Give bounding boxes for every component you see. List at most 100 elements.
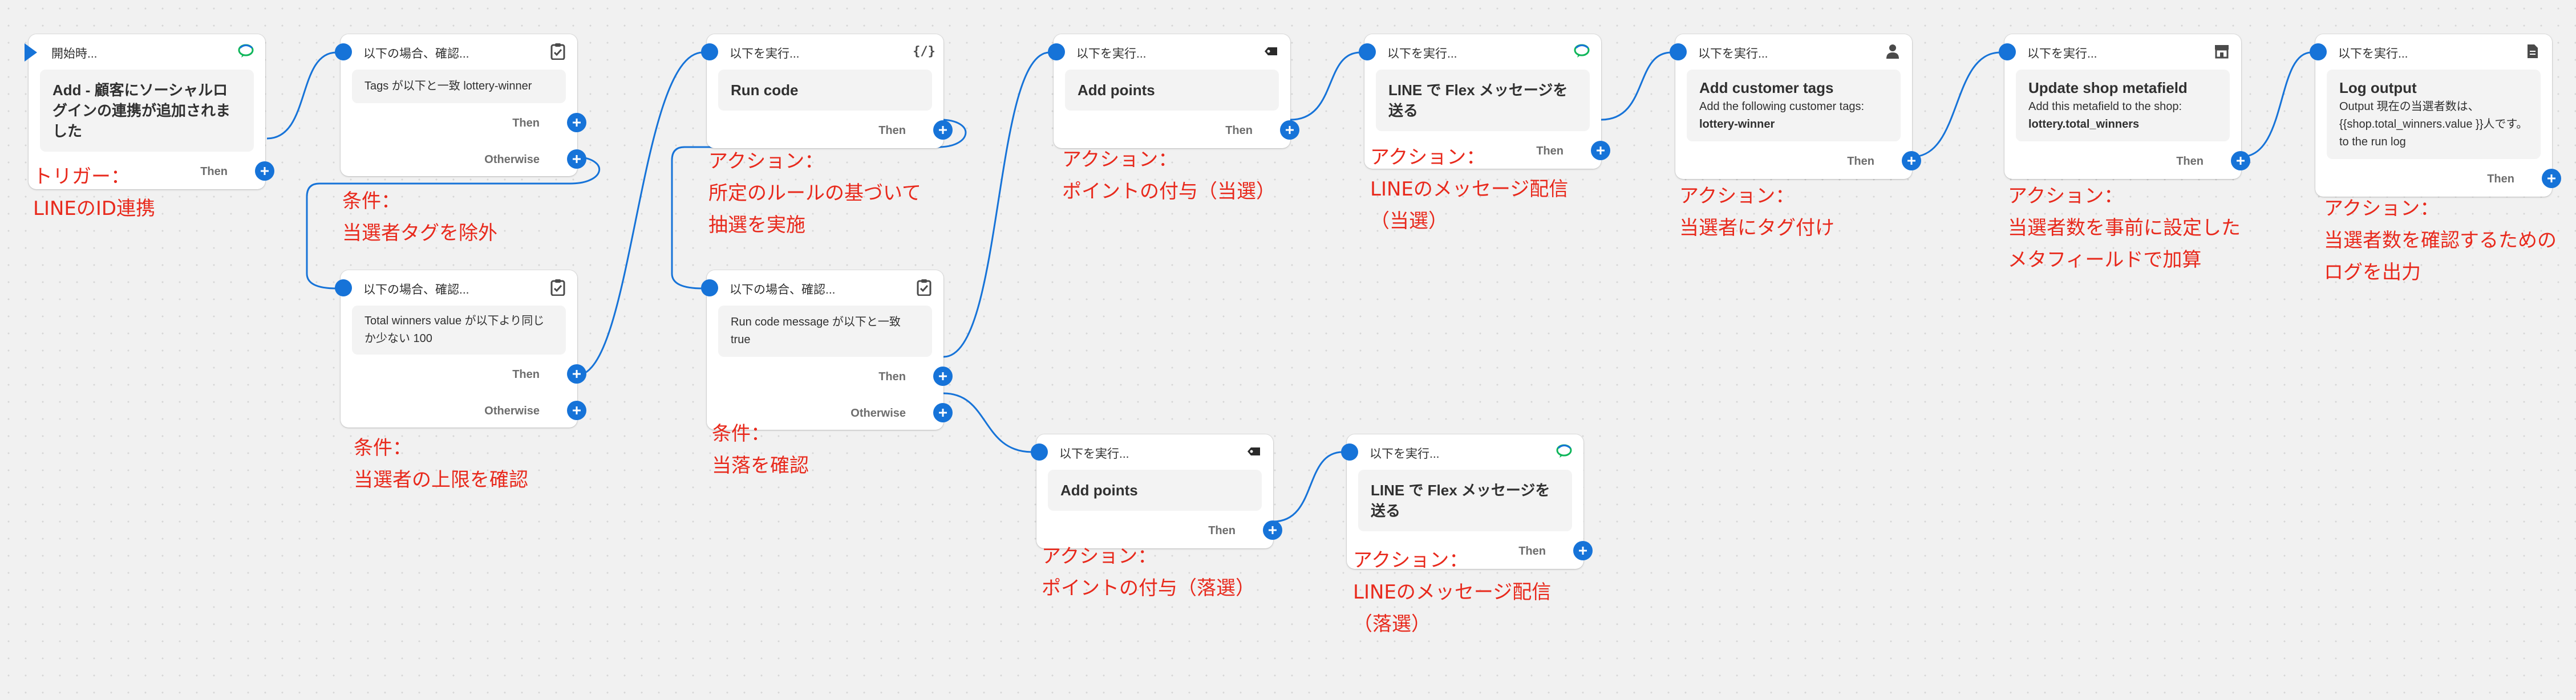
- action-node-run-code[interactable]: 以下を実行... {/} Run code Then: [701, 34, 953, 148]
- clipboard-check-icon: [549, 278, 567, 296]
- plus-icon: [2237, 157, 2245, 165]
- condition-text: Total winners value が以下より同じか少ない 100: [364, 315, 545, 345]
- plus-icon: [573, 406, 581, 414]
- node-title: Add - 顧客にソーシャルログインの連携が追加されました: [52, 82, 231, 140]
- input-port[interactable]: [1341, 443, 1358, 461]
- annotation-line-lose: アクション： LINEのメッセージ配信 （落選）: [1353, 549, 1552, 636]
- add-step-button[interactable]: [1280, 120, 1299, 140]
- points-tag-icon: [1245, 442, 1263, 461]
- node-title: Update shop metafield: [2028, 79, 2188, 96]
- input-port[interactable]: [701, 279, 718, 296]
- node-title: LINE で Flex メッセージを送る: [1388, 82, 1568, 119]
- node-header: 以下を実行...: [1387, 47, 1457, 60]
- plus-icon: [2547, 174, 2555, 182]
- annotation-points-win: アクション： ポイントの付与（当選）: [1062, 148, 1275, 203]
- code-braces-icon: {/}: [913, 44, 935, 59]
- customer-person-icon: [1884, 42, 1902, 60]
- annotation-tags: アクション： 当選者にタグ付け: [1679, 185, 1834, 239]
- then-label: Then: [512, 117, 540, 129]
- action-node-log-output[interactable]: 以下を実行... Log output Output 現在の当選者数は、 {{s…: [2310, 34, 2561, 197]
- plus-icon: [573, 155, 581, 163]
- condition-node-limit[interactable]: 以下の場合、確認... Total winners value が以下より同じか…: [335, 270, 586, 428]
- line-app-icon: [1573, 42, 1591, 60]
- action-node-line-win[interactable]: 以下を実行... LINE で Flex メッセージを送る Then: [1359, 34, 1610, 169]
- node-header: 以下を実行...: [2338, 47, 2408, 60]
- condition-node-win[interactable]: 以下の場合、確認... Run code message が以下と一致 true…: [701, 270, 953, 430]
- plus-icon: [1907, 157, 1915, 165]
- input-port[interactable]: [335, 43, 352, 60]
- annotation-trigger: トリガー： LINEのID連携: [33, 165, 156, 220]
- add-step-button[interactable]: [1902, 151, 1921, 170]
- input-port[interactable]: [1048, 43, 1065, 60]
- connector: [1273, 451, 1343, 523]
- node-title: Add customer tags: [1699, 79, 1834, 96]
- add-step-button[interactable]: [567, 364, 586, 384]
- action-node-points-lose[interactable]: 以下を実行... Add points Then: [1031, 434, 1282, 548]
- condition-node-tag[interactable]: 以下の場合、確認... Tags が以下と一致 lottery-winner T…: [335, 34, 586, 176]
- condition-text: Run code message が以下と一致 true: [731, 316, 901, 346]
- node-header: 以下の場合、確認...: [363, 283, 469, 296]
- add-step-button[interactable]: [1573, 541, 1593, 560]
- node-header: 以下の場合、確認...: [363, 47, 469, 60]
- connector: [1601, 51, 1672, 121]
- action-node-line-lose[interactable]: 以下を実行... LINE で Flex メッセージを送る Then: [1341, 434, 1593, 569]
- then-label: Then: [1536, 145, 1564, 157]
- input-port[interactable]: [1031, 443, 1048, 461]
- add-step-button[interactable]: [567, 401, 586, 420]
- node-header: 以下を実行...: [1370, 447, 1440, 461]
- plus-icon: [1597, 146, 1605, 154]
- plus-icon: [573, 370, 581, 378]
- input-port[interactable]: [2310, 43, 2327, 60]
- input-port[interactable]: [1670, 43, 1687, 60]
- connector: [1290, 51, 1361, 121]
- then-label: Then: [2487, 173, 2514, 185]
- then-label: Then: [878, 371, 906, 383]
- then-label: Then: [200, 165, 228, 178]
- then-label: Then: [1225, 124, 1253, 137]
- node-header: 開始時...: [51, 47, 98, 60]
- connector: [943, 51, 1050, 358]
- plus-icon: [939, 409, 947, 417]
- action-node-metafield[interactable]: 以下を実行... Update shop metafield Add this …: [1999, 34, 2250, 179]
- input-port[interactable]: [1359, 43, 1376, 60]
- otherwise-label: Otherwise: [850, 407, 906, 420]
- node-title: Log output: [2339, 79, 2417, 96]
- add-step-button[interactable]: [567, 149, 586, 169]
- annotation-cond-tag: 条件： 当選者タグを除外: [342, 190, 497, 245]
- add-step-button[interactable]: [255, 161, 274, 181]
- action-node-customer-tags[interactable]: 以下を実行... Add customer tags Add the follo…: [1670, 34, 1921, 179]
- add-step-button[interactable]: [933, 120, 953, 140]
- node-title: Run code: [731, 82, 799, 99]
- node-title: Add points: [1060, 482, 1138, 499]
- input-port[interactable]: [335, 279, 352, 296]
- trigger-node[interactable]: 開始時... Add - 顧客にソーシャルログインの連携が追加されました The…: [25, 34, 274, 189]
- add-step-button[interactable]: [1591, 141, 1610, 160]
- node-description: Add this metafield to the shop:: [2028, 100, 2182, 113]
- add-step-button[interactable]: [933, 403, 953, 422]
- add-step-button[interactable]: [2231, 151, 2250, 170]
- line-app-icon: [1555, 442, 1573, 461]
- plus-icon: [939, 372, 947, 380]
- add-step-button[interactable]: [567, 113, 586, 132]
- annotation-line-win: アクション： LINEのメッセージ配信 （当選）: [1370, 146, 1569, 233]
- clipboard-check-icon: [549, 42, 567, 60]
- input-port[interactable]: [1999, 43, 2016, 60]
- connector: [943, 392, 1033, 453]
- then-label: Then: [2176, 155, 2204, 168]
- add-step-button[interactable]: [2542, 169, 2561, 188]
- input-port[interactable]: [701, 43, 718, 60]
- node-header: 以下の場合、確認...: [730, 283, 836, 296]
- node-description: {{shop.total_winners.value }}人です。 to the…: [2339, 118, 2528, 148]
- plus-icon: [1269, 526, 1277, 534]
- then-label: Then: [878, 124, 906, 137]
- plus-icon: [261, 167, 269, 175]
- node-header: 以下を実行...: [1059, 447, 1129, 461]
- add-step-button[interactable]: [1263, 520, 1282, 540]
- node-header: 以下を実行...: [730, 47, 800, 60]
- metafield-value: lottery.total_winners: [2028, 118, 2140, 131]
- add-step-button[interactable]: [933, 367, 953, 386]
- plus-icon: [939, 126, 947, 134]
- connector: [266, 51, 337, 140]
- action-node-points-win[interactable]: 以下を実行... Add points Then: [1048, 34, 1299, 148]
- annotation-log: アクション： 当選者数を確認するための ログを出力: [2324, 197, 2557, 284]
